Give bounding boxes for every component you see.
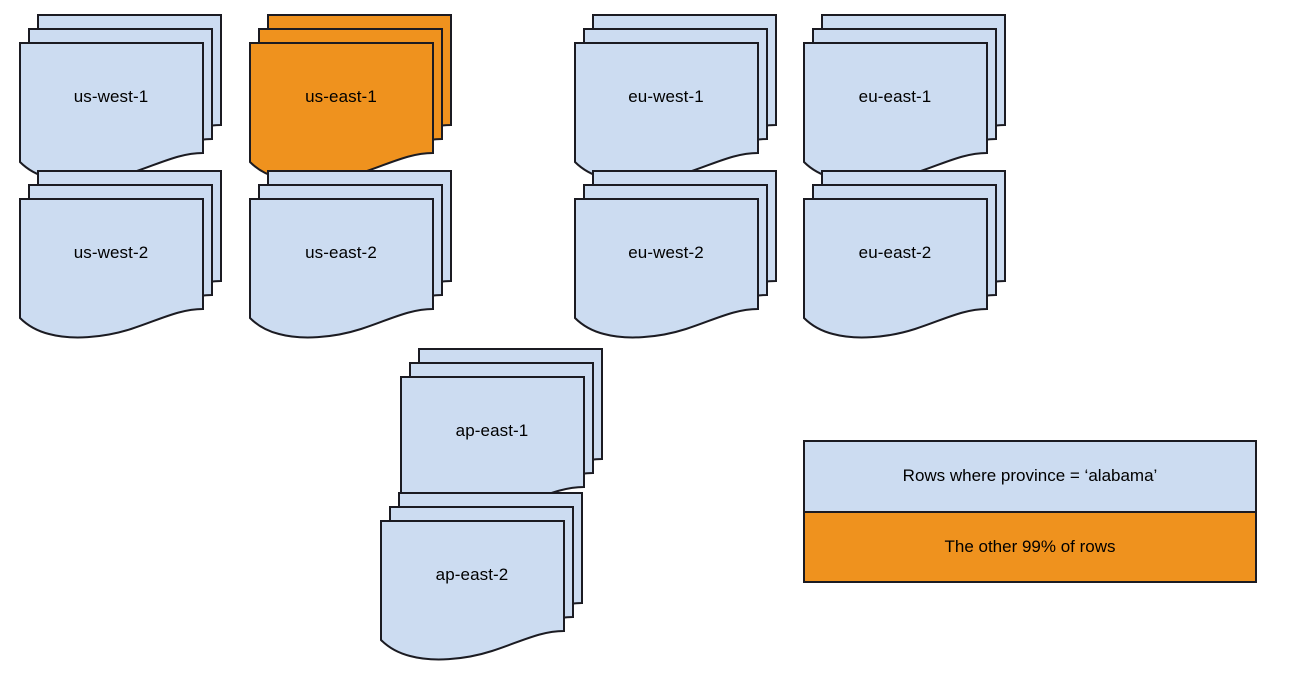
- document-sheet-outline: [249, 198, 434, 339]
- legend: Rows where province = ‘alabama’ The othe…: [803, 440, 1257, 583]
- legend-item-blue-label: Rows where province = ‘alabama’: [902, 466, 1158, 486]
- document-sheet-front: [803, 42, 988, 183]
- legend-item-orange: The other 99% of rows: [805, 512, 1255, 581]
- document-sheet-outline: [249, 42, 434, 183]
- document-sheet-front: [574, 198, 759, 339]
- document-stack-eu-east-2[interactable]: eu-east-2: [803, 170, 1015, 339]
- document-sheet-front: [249, 198, 434, 339]
- document-sheet-outline: [574, 42, 759, 183]
- document-sheet-front: [249, 42, 434, 183]
- document-sheet-outline: [380, 520, 565, 661]
- document-sheet-front: [574, 42, 759, 183]
- document-stack-eu-west-2[interactable]: eu-west-2: [574, 170, 786, 339]
- document-sheet-front: [380, 520, 565, 661]
- document-sheet-outline: [19, 42, 204, 183]
- document-sheet-outline: [803, 198, 988, 339]
- document-stack-ap-east-1[interactable]: ap-east-1: [400, 348, 612, 517]
- document-sheet-outline: [803, 42, 988, 183]
- document-stack-eu-east-1[interactable]: eu-east-1: [803, 14, 1015, 183]
- document-sheet-outline: [19, 198, 204, 339]
- document-stack-us-west-1[interactable]: us-west-1: [19, 14, 231, 183]
- document-stack-us-east-1[interactable]: us-east-1: [249, 14, 461, 183]
- document-stack-us-east-2[interactable]: us-east-2: [249, 170, 461, 339]
- document-sheet-front: [19, 42, 204, 183]
- legend-item-blue: Rows where province = ‘alabama’: [805, 442, 1255, 513]
- document-sheet-front: [19, 198, 204, 339]
- document-sheet-front: [803, 198, 988, 339]
- document-stack-ap-east-2[interactable]: ap-east-2: [380, 492, 592, 661]
- document-sheet-outline: [574, 198, 759, 339]
- document-stack-eu-west-1[interactable]: eu-west-1: [574, 14, 786, 183]
- legend-item-orange-label: The other 99% of rows: [944, 536, 1116, 556]
- document-stack-us-west-2[interactable]: us-west-2: [19, 170, 231, 339]
